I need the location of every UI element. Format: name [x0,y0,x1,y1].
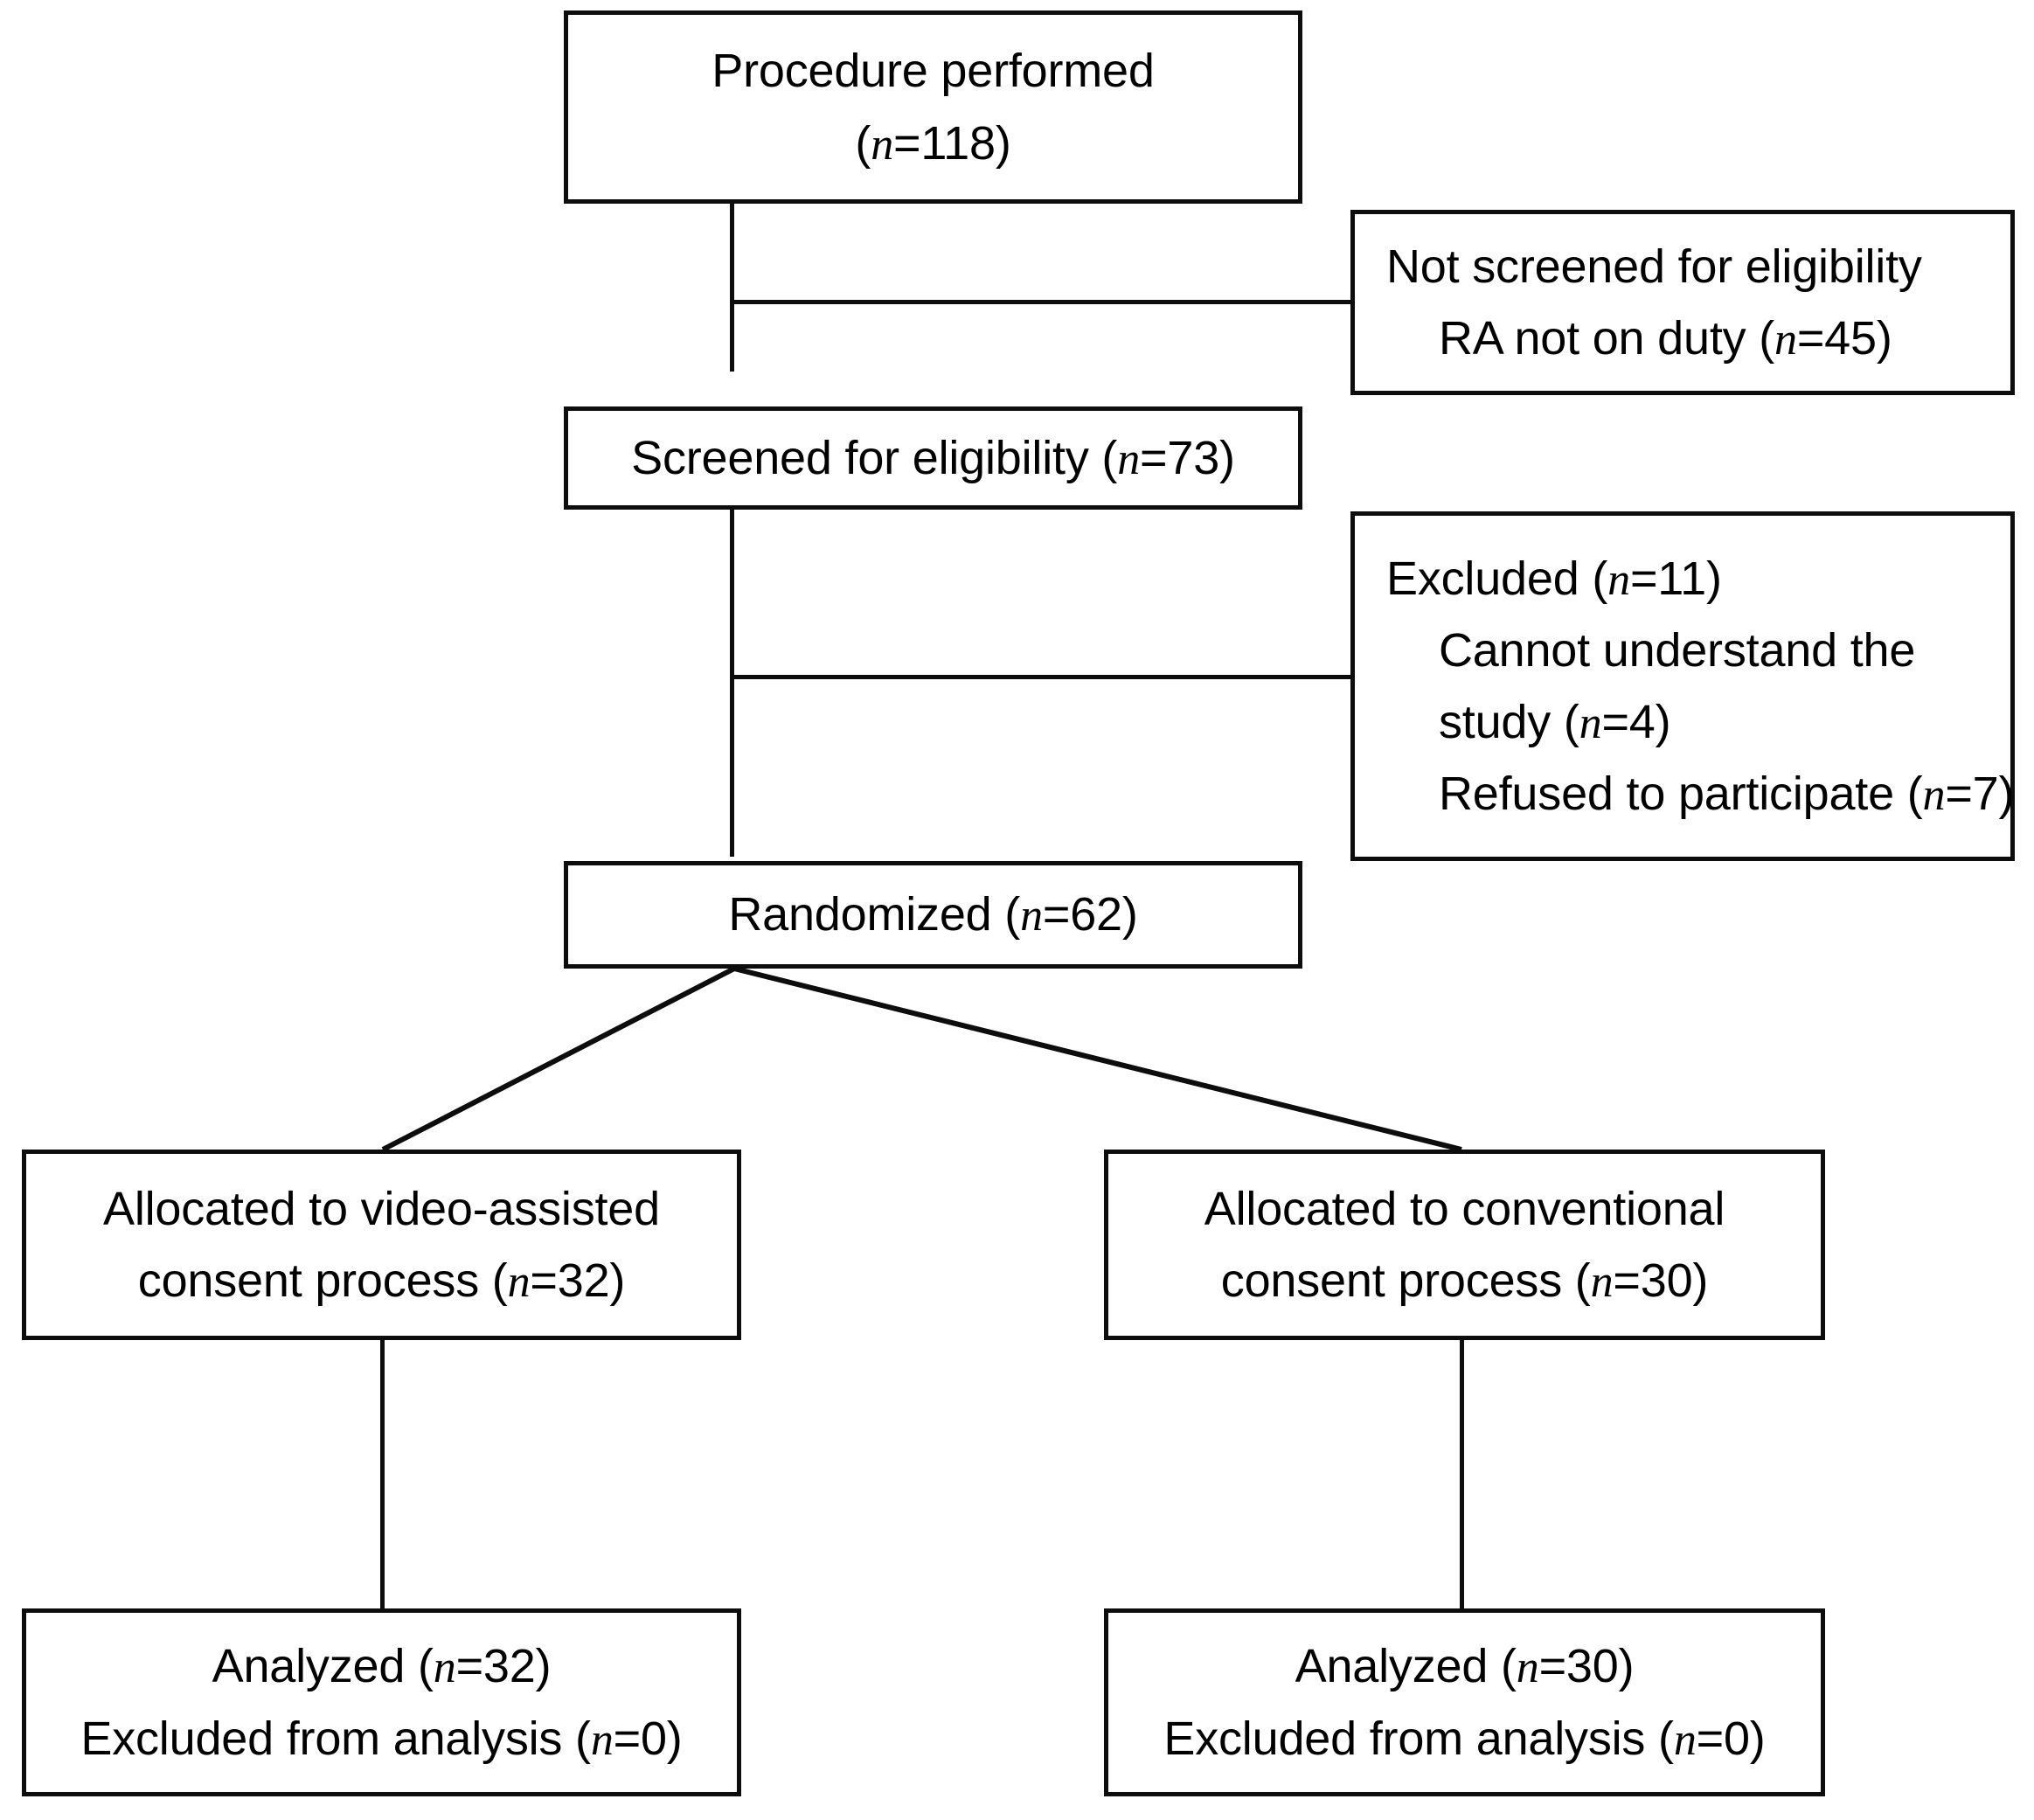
allocated-video-line-1: Allocated to video-assisted [103,1182,660,1235]
italic-n: n [1607,554,1630,605]
node-allocated-video-assisted: Allocated to video-assisted consent proc… [22,1150,741,1340]
not-screened-line-2: RA not on duty (n=45) [1439,312,1892,365]
allocated-video-line-2: consent process (n=32) [137,1254,626,1307]
node-procedure-performed-box: Procedure performed (n=118) [564,10,1302,204]
procedure-performed-line-1: Procedure performed [712,45,1155,98]
connector-trunk-to-not-screened [730,300,1352,304]
italic-n: n [1117,434,1141,484]
italic-n: n [1579,698,1602,748]
analyzed-conventional-line-2: Excluded from analysis (n=0) [1163,1712,1766,1765]
italic-n: n [590,1714,614,1765]
node-analyzed-conventional: Analyzed (n=30) Excluded from analysis (… [1104,1608,1825,1796]
connector-screened-to-randomized [730,507,734,857]
italic-n: n [1590,1257,1614,1307]
connector-allocated-video-to-analyzed [380,1337,385,1610]
italic-n: n [1774,315,1797,365]
connector-trunk-to-excluded [730,675,1352,679]
italic-n: n [1922,770,1946,821]
italic-n: n [1020,891,1043,941]
screened-line-1: Screened for eligibility (n=73) [631,431,1235,484]
not-screened-line-1: Not screened for eligibility [1386,240,1922,293]
connector-procedure-to-screened [730,204,734,372]
excluded-line-2: Cannot understand the [1439,623,1916,677]
node-screened-for-eligibility: Screened for eligibility (n=73) [564,406,1302,510]
randomized-line-1: Randomized (n=62) [728,888,1138,941]
allocated-conventional-line-2: consent process (n=30) [1220,1254,1709,1307]
node-analyzed-video-assisted: Analyzed (n=32) Excluded from analysis (… [22,1608,741,1796]
italic-n: n [1516,1643,1539,1693]
node-not-screened-for-eligibility: Not screened for eligibility RA not on d… [1350,210,2015,395]
node-allocated-conventional: Allocated to conventional consent proces… [1104,1150,1825,1340]
italic-n: n [433,1643,456,1693]
connector-allocated-conventional-to-analyzed [1460,1337,1464,1610]
italic-n: n [507,1257,531,1307]
allocated-conventional-line-1: Allocated to conventional [1204,1182,1725,1235]
analyzed-video-line-2: Excluded from analysis (n=0) [80,1712,683,1765]
italic-n: n [871,119,893,170]
italic-n: n [1673,1714,1697,1765]
analyzed-conventional-line-1: Analyzed (n=30) [1295,1640,1635,1693]
analyzed-video-line-1: Analyzed (n=32) [212,1640,552,1693]
excluded-line-3: study (n=4) [1439,696,1671,748]
node-randomized: Randomized (n=62) [564,861,1302,969]
procedure-performed-line-2: (n=118) [855,116,1011,170]
node-excluded: Excluded (n=11) Cannot understand the st… [1350,511,2015,861]
excluded-line-1: Excluded (n=11) [1386,552,1722,605]
excluded-line-4: Refused to participate (n=7) [1439,768,2015,821]
